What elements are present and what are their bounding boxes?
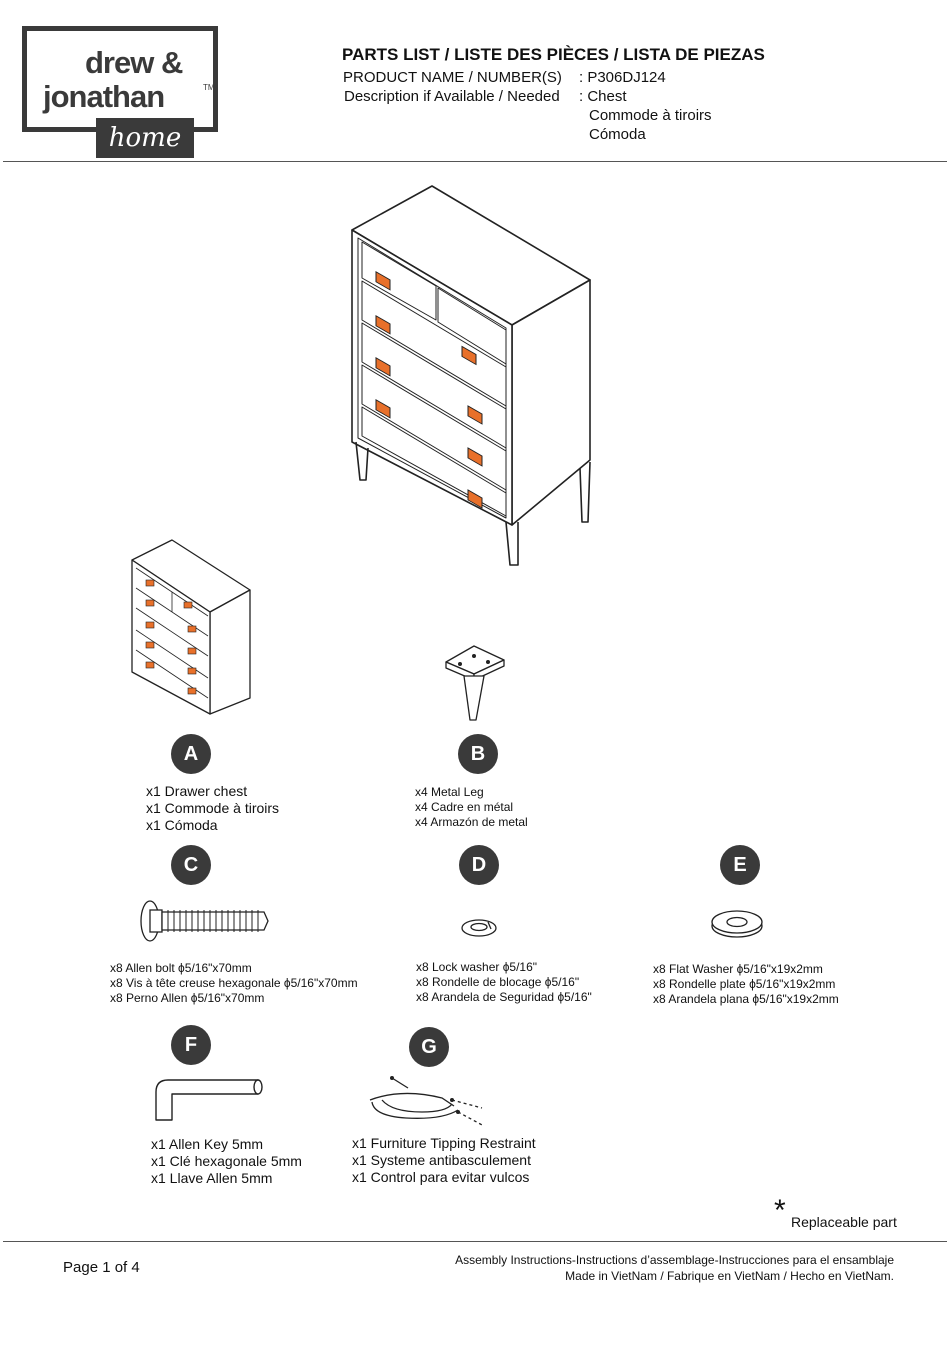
replaceable-note: Replaceable part <box>791 1214 897 1230</box>
part-b-description: x4 Metal Leg x4 Cadre en métal x4 Armazó… <box>415 785 528 829</box>
part-a-chest-image <box>131 539 251 715</box>
footer-made-in-line: Made in VietNam / Fabrique en VietNam / … <box>565 1269 894 1283</box>
part-a-description: x1 Drawer chest x1 Commode à tiroirs x1 … <box>146 783 280 833</box>
part-d-badge: D <box>459 845 499 885</box>
logo-trademark: TM <box>203 83 215 92</box>
footer-divider <box>3 1241 947 1242</box>
part-b-badge: B <box>458 734 498 774</box>
part-g-badge: G <box>409 1027 449 1067</box>
page-title: PARTS LIST / LISTE DES PIÈCES / LISTA DE… <box>342 45 765 64</box>
page-number: Page 1 of 4 <box>63 1259 140 1276</box>
part-g-description: x1 Furniture Tipping Restraint x1 System… <box>352 1135 536 1185</box>
part-e-description: x8 Flat Washer ϕ5/16"x19x2mm x8 Rondelle… <box>653 962 839 1006</box>
logo-line-2: jonathan <box>43 79 165 114</box>
logo-home-tag: home <box>96 118 194 158</box>
replaceable-asterisk: * <box>774 1194 786 1227</box>
description-value-1: : Chest <box>579 88 627 105</box>
part-g-tipping-restraint-image <box>369 1076 485 1127</box>
description-value-3: Cómoda <box>589 126 646 143</box>
part-d-description: x8 Lock washer ϕ5/16" x8 Rondelle de blo… <box>416 960 592 1004</box>
description-value-2: Commode à tiroirs <box>589 107 712 124</box>
product-value: : P306DJ124 <box>579 69 666 86</box>
part-c-badge: C <box>171 845 211 885</box>
part-a-badge: A <box>171 734 211 774</box>
part-c-allen-bolt-image <box>140 900 269 942</box>
header-divider <box>3 161 947 162</box>
assembled-chest-illustration <box>351 185 591 566</box>
brand-logo: drew & jonathan TM <box>22 26 218 132</box>
part-e-badge: E <box>720 845 760 885</box>
description-label: Description if Available / Needed <box>344 88 560 105</box>
part-c-description: x8 Allen bolt ϕ5/16"x70mm x8 Vis à tête … <box>110 961 358 1005</box>
part-e-flat-washer-image <box>711 910 763 938</box>
part-f-badge: F <box>171 1025 211 1065</box>
footer-assembly-line: Assembly Instructions-Instructions d’ass… <box>455 1253 894 1267</box>
part-b-metal-leg-image <box>445 645 505 721</box>
part-d-lock-washer-image <box>461 919 497 937</box>
part-f-allen-key-image <box>155 1079 263 1121</box>
part-f-description: x1 Allen Key 5mm x1 Clé hexagonale 5mm x… <box>151 1136 302 1186</box>
product-label: PRODUCT NAME / NUMBER(S) <box>343 69 562 86</box>
logo-line-1: drew & <box>85 45 183 80</box>
